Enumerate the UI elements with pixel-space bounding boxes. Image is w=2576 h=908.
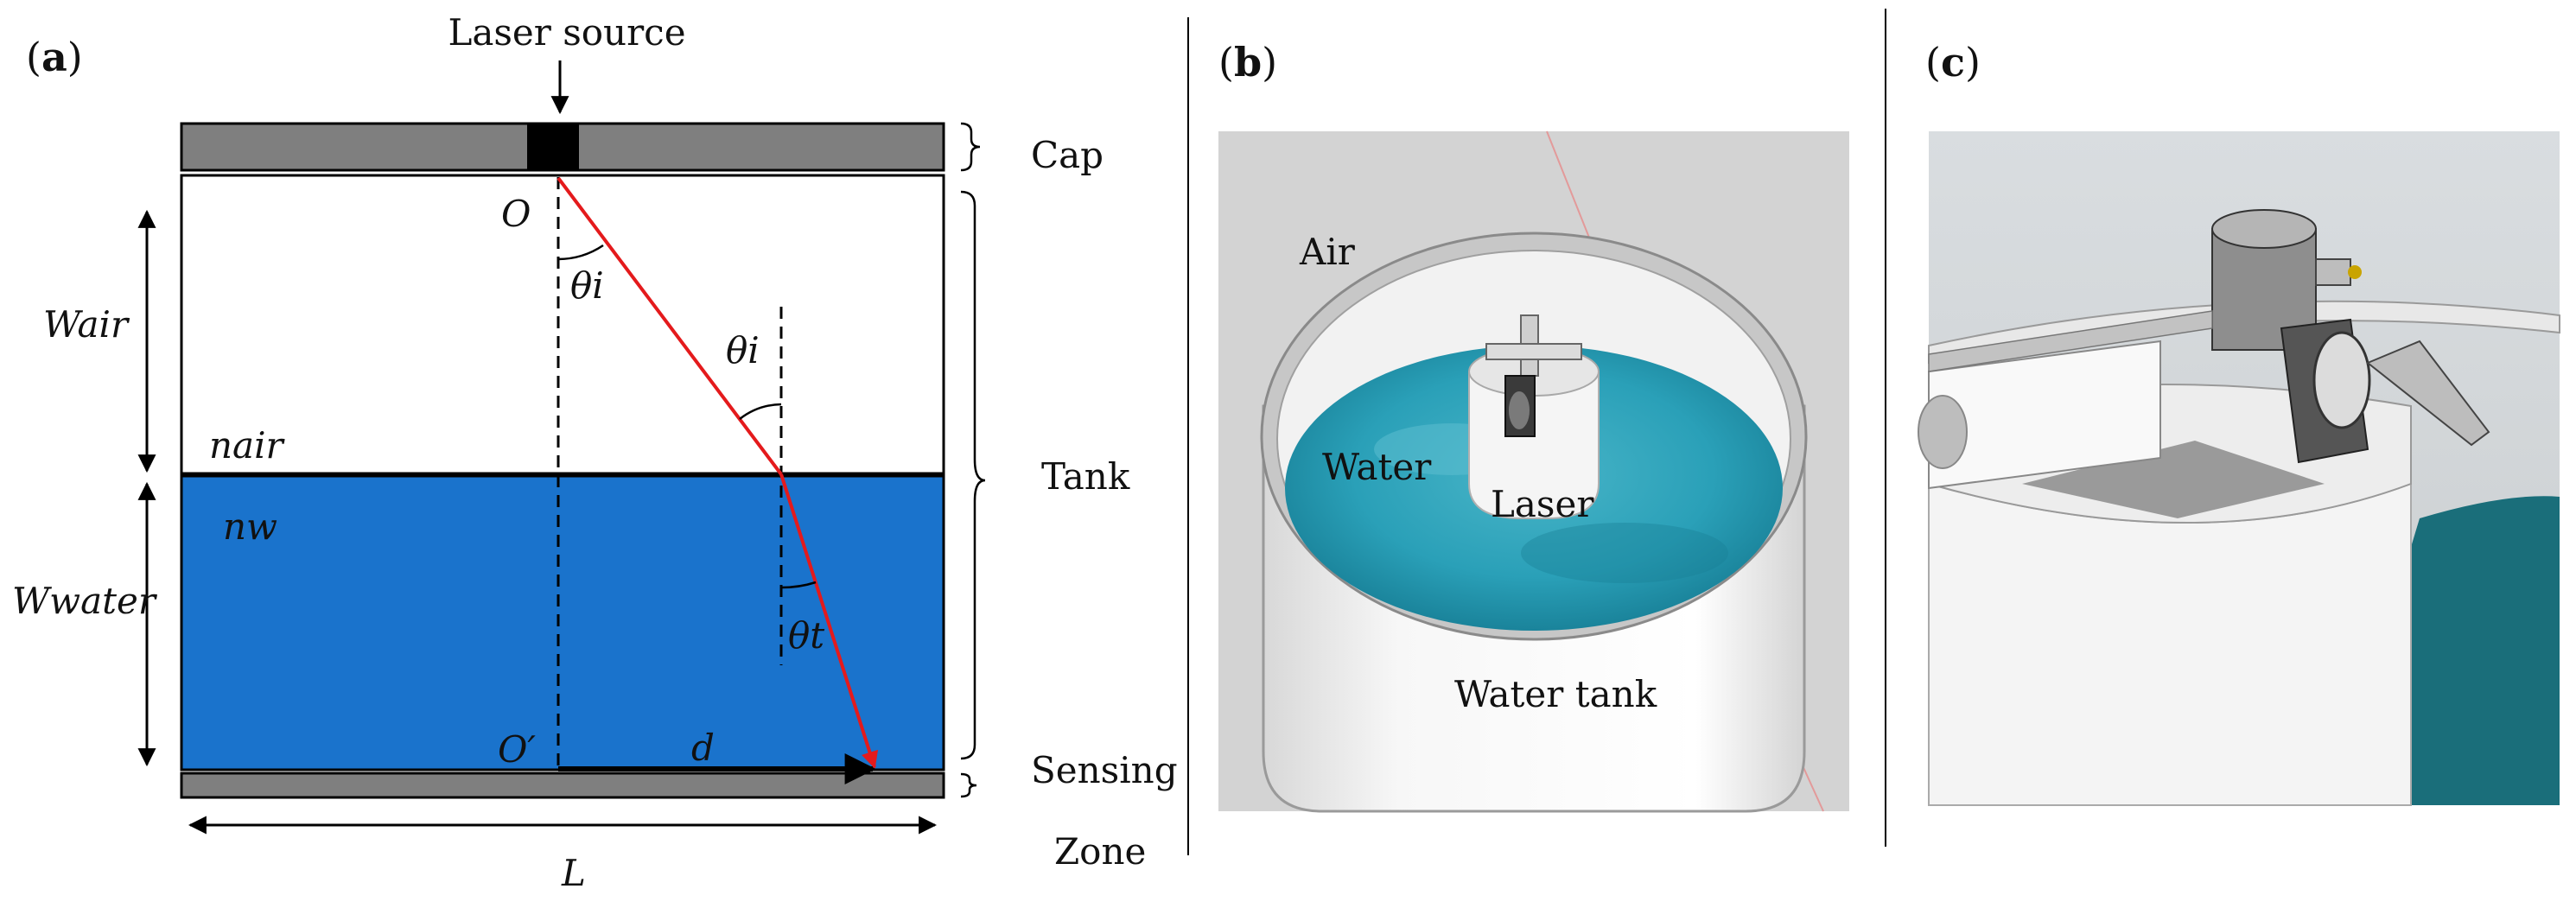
sensing-label: Sensing [1031, 749, 1178, 791]
rail [1928, 310, 2213, 372]
water-region [180, 474, 945, 771]
panel-b: (b) Air Water Laser Water tank [1218, 39, 1849, 813]
air-region [180, 174, 945, 475]
axis-line [1546, 130, 1595, 251]
panel-c: (c) [1918, 39, 2560, 806]
brace-icon [960, 122, 981, 172]
tank-label: Tank [1041, 455, 1130, 498]
theta-i-label-1: θi [570, 264, 604, 307]
sensing-strip [180, 771, 945, 799]
theta-i-label-2: θi [726, 329, 760, 371]
w-water-label: Wwater [12, 580, 158, 622]
water-label: Water [1322, 446, 1432, 488]
panel-a-label: (a) [26, 34, 83, 80]
n-air-label: nair [209, 424, 286, 467]
brace-icon [960, 190, 986, 760]
side-hole [1918, 395, 1968, 469]
zone-label: Zone [1054, 830, 1146, 873]
angle-arc-theta-i-2 [739, 403, 782, 420]
w-air-label: Wair [43, 303, 130, 346]
incident-beam [557, 176, 783, 476]
origin-o-label: O [501, 193, 531, 235]
distance-d-label: d [691, 727, 715, 769]
laser-source-block [527, 124, 579, 170]
laser-label: Laser [1491, 483, 1594, 525]
angle-arc-theta-t [780, 581, 817, 589]
laser-body-top [2211, 209, 2317, 249]
water-tank-label: Water tank [1454, 673, 1657, 715]
holder-cylinder [1928, 482, 2412, 806]
water-shadow [1521, 523, 1728, 583]
angle-arc-theta-i-1 [557, 244, 604, 261]
laser-emitter [2315, 258, 2351, 286]
origin-o-prime-label: O′ [498, 728, 536, 771]
cap-label: Cap [1031, 134, 1104, 176]
air-label: Air [1299, 231, 1356, 273]
brace-icon [960, 772, 977, 798]
theta-t-label: θt [788, 614, 824, 657]
length-l-label: L [561, 852, 586, 894]
n-w-label: nw [223, 505, 277, 548]
panel-c-label: (c) [1925, 39, 1981, 86]
laser-lens [1509, 391, 1530, 429]
holder-shadow [2022, 441, 2325, 518]
refracted-beam [779, 473, 879, 769]
laser-source-label: Laser source [448, 11, 685, 54]
wheel [2312, 331, 2371, 429]
laser-holder [1468, 371, 1600, 519]
panel-a: (a) Laser source [12, 11, 1178, 894]
arm [2366, 340, 2490, 447]
laser-mount-arm [1485, 343, 1582, 360]
laser-aperture [2348, 265, 2362, 279]
panel-b-label: (b) [1218, 39, 1277, 86]
